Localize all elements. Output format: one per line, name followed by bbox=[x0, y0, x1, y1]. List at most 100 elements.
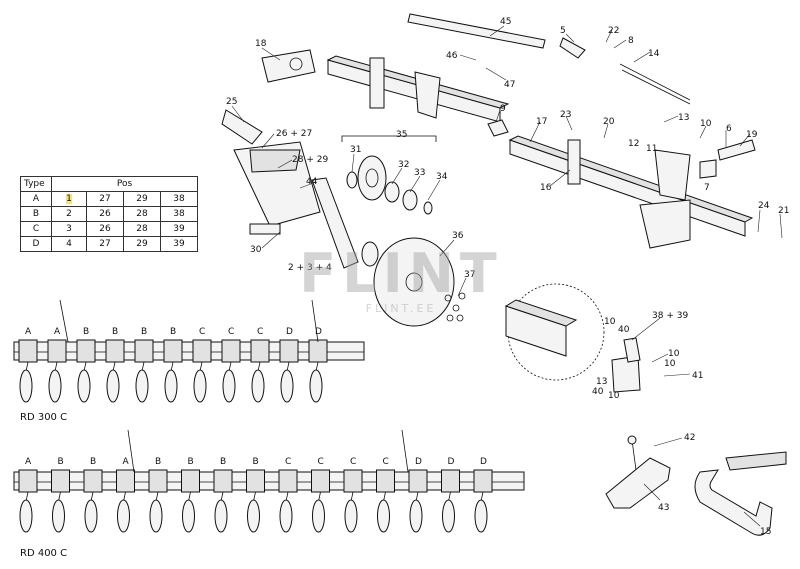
pos-cell: 38 bbox=[160, 191, 198, 207]
callout-10-mid: 10 bbox=[604, 317, 616, 327]
disc-unit: B bbox=[148, 457, 168, 533]
unit-disc bbox=[149, 499, 163, 533]
pos-cell-highlighted: 1 bbox=[51, 191, 87, 207]
callout-20: 20 bbox=[603, 117, 615, 127]
disc-unit: C bbox=[192, 327, 212, 403]
callout-18: 18 bbox=[255, 39, 267, 49]
unit-disc bbox=[280, 369, 294, 403]
unit-type-label: B bbox=[188, 457, 194, 467]
unit-bracket bbox=[51, 469, 70, 493]
callout-37: 37 bbox=[464, 270, 475, 280]
disc-unit: C bbox=[221, 327, 241, 403]
callout-21: 21 bbox=[778, 206, 789, 216]
unit-bracket bbox=[311, 469, 330, 493]
unit-type-label: A bbox=[25, 327, 32, 337]
unit-type-label: C bbox=[350, 457, 356, 467]
callout-12: 12 bbox=[628, 139, 639, 149]
disc-unit: B bbox=[105, 327, 125, 403]
unit-bracket bbox=[221, 339, 241, 363]
disc-unit: C bbox=[250, 327, 270, 403]
callout-9: 9 bbox=[500, 104, 506, 114]
callout-23: 23 bbox=[560, 110, 571, 120]
disc-unit: B bbox=[134, 327, 154, 403]
disc-unit: D bbox=[441, 457, 460, 533]
unit-disc bbox=[19, 369, 33, 403]
unit-bracket bbox=[116, 469, 135, 493]
table-header-row: Type Pos bbox=[20, 176, 198, 192]
callout-33: 33 bbox=[414, 168, 425, 178]
unit-type-label: A bbox=[25, 457, 32, 467]
unit-bracket bbox=[408, 469, 428, 493]
type-cell: A bbox=[20, 191, 52, 207]
callout-25: 25 bbox=[226, 97, 237, 107]
watermark-brand: FLINT bbox=[299, 242, 503, 305]
callout-10-right-b: 10 bbox=[664, 359, 676, 369]
unit-disc bbox=[377, 499, 390, 533]
type-cell: D bbox=[20, 236, 52, 252]
clamp-15 bbox=[694, 469, 773, 536]
callout-15: 15 bbox=[760, 527, 771, 537]
pos-value: 1 bbox=[66, 194, 72, 204]
unit-disc bbox=[312, 499, 325, 533]
unit-type-label: D bbox=[286, 327, 293, 337]
callout-40-top: 40 bbox=[618, 325, 630, 335]
type-position-table: Type Pos A 1 27 29 38 B 2 26 28 38 C 3 2… bbox=[20, 176, 198, 252]
unit-bracket bbox=[473, 469, 493, 493]
callout-47: 47 bbox=[504, 80, 515, 90]
callout-13-mid: 13 bbox=[596, 377, 607, 387]
unit-bracket bbox=[441, 469, 460, 493]
unit-bracket bbox=[18, 469, 38, 493]
callout-28-29: 28 + 29 bbox=[292, 155, 328, 165]
callout-13-top: 13 bbox=[678, 113, 689, 123]
bolts-37 bbox=[444, 292, 466, 322]
pos-cell: 28 bbox=[123, 206, 161, 222]
disc-unit: C bbox=[311, 457, 330, 533]
disc-unit: B bbox=[213, 457, 233, 533]
callout-38-39: 38 + 39 bbox=[652, 311, 688, 321]
disc-unit: B bbox=[76, 327, 96, 403]
unit-type-label: B bbox=[170, 327, 176, 337]
pos-cell: 29 bbox=[123, 236, 161, 252]
unit-disc bbox=[182, 499, 195, 533]
callout-16: 16 bbox=[540, 183, 552, 193]
callout-32: 32 bbox=[398, 160, 409, 170]
unit-bracket bbox=[250, 339, 270, 363]
unit-type-label: D bbox=[448, 457, 455, 467]
unit-bracket bbox=[134, 339, 154, 363]
pos-cell: 2 bbox=[51, 206, 87, 222]
callout-2-3-4: 2 + 3 + 4 bbox=[288, 263, 332, 273]
pos-cell: 3 bbox=[51, 221, 87, 237]
unit-type-label: B bbox=[253, 457, 259, 467]
callout-44: 44 bbox=[306, 177, 318, 187]
unit-bracket bbox=[105, 339, 125, 363]
callout-45: 45 bbox=[500, 17, 511, 27]
unit-disc bbox=[77, 369, 91, 403]
callout-10-bottom-a: 10 bbox=[608, 391, 620, 401]
unit-type-label: A bbox=[123, 457, 130, 467]
disc-unit: D bbox=[408, 457, 428, 533]
unit-type-label: B bbox=[141, 327, 147, 337]
callout-6: 6 bbox=[726, 124, 732, 134]
block-9 bbox=[487, 119, 509, 137]
unit-bracket bbox=[308, 339, 328, 363]
pos-cell: 26 bbox=[86, 206, 124, 222]
unit-type-label: D bbox=[415, 457, 422, 467]
table-row: C 3 26 28 39 bbox=[20, 221, 198, 237]
callout-46: 46 bbox=[446, 51, 458, 61]
unit-type-label: C bbox=[257, 327, 263, 337]
unit-bracket bbox=[163, 339, 183, 363]
table-row: D 4 27 29 39 bbox=[20, 236, 198, 252]
unit-type-label: B bbox=[112, 327, 118, 337]
unit-type-label: B bbox=[58, 457, 64, 467]
unit-disc bbox=[442, 499, 455, 533]
callout-7: 7 bbox=[704, 183, 710, 193]
unit-disc bbox=[279, 499, 293, 533]
unit-type-label: C bbox=[383, 457, 389, 467]
callout-34: 34 bbox=[436, 172, 448, 182]
bracket-18 bbox=[261, 49, 316, 83]
disc-unit: B bbox=[181, 457, 200, 533]
callout-35: 35 bbox=[396, 130, 407, 140]
unit-disc bbox=[474, 499, 488, 533]
